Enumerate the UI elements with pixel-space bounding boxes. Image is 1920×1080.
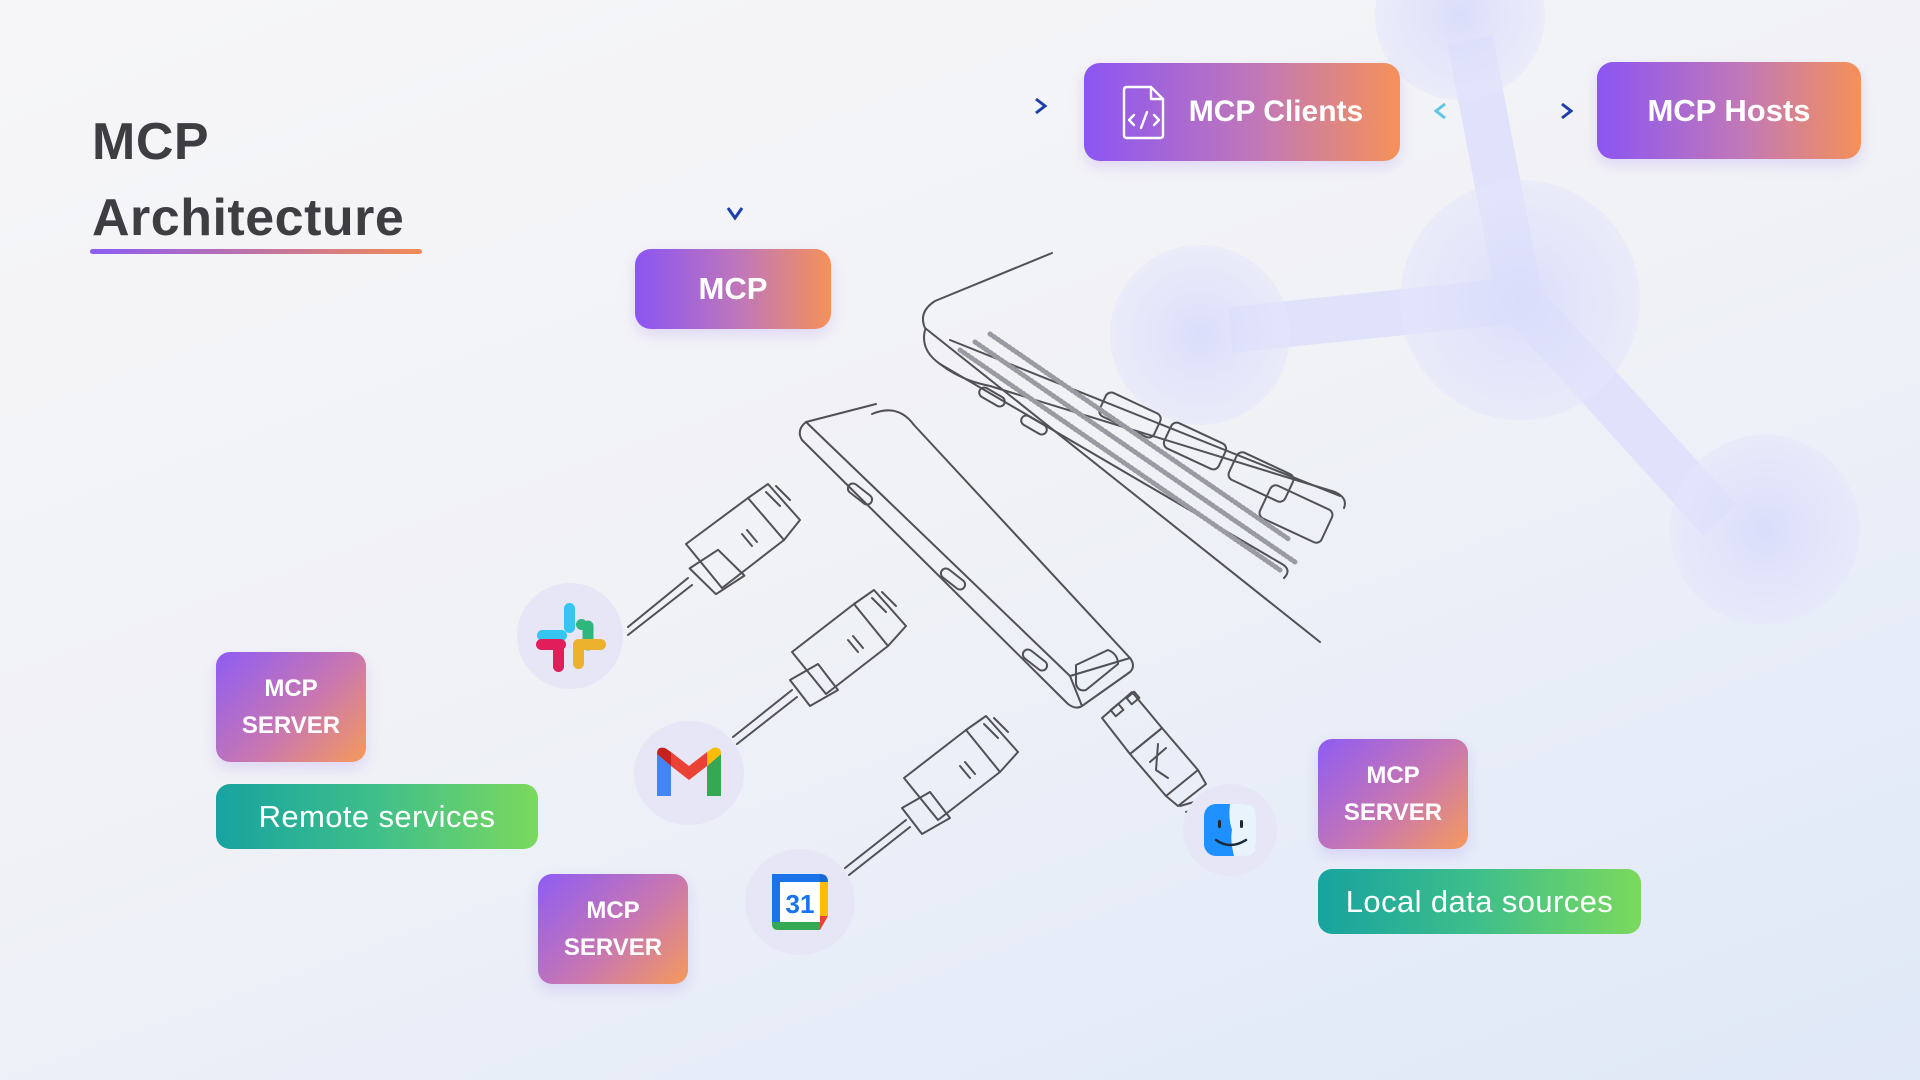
server-line-1: MCP [1366, 762, 1420, 789]
mcp-clients-badge: MCP Clients [1084, 63, 1400, 161]
usb-hub-illustration [798, 403, 1134, 709]
laptop-illustration [922, 252, 1346, 643]
usb-cable-2 [732, 589, 907, 745]
code-file-icon [1121, 83, 1167, 141]
usb-cable-1 [627, 483, 801, 636]
title-line-1: MCP [92, 113, 210, 171]
mcp-to-clients-arrow [733, 104, 1038, 215]
slack-icon [517, 583, 623, 689]
usb-cable-3 [844, 715, 1019, 876]
usb-a-plug [1101, 690, 1207, 813]
remote-services-label: Remote services [216, 784, 538, 849]
mcp-server-badge-1: MCP SERVER [216, 652, 366, 762]
gcal-day: 31 [786, 889, 815, 919]
mcp-hosts-badge: MCP Hosts [1597, 62, 1861, 159]
gmail-icon [634, 721, 744, 825]
server-line-2: SERVER [563, 934, 663, 961]
mcp-hosts-label: MCP Hosts [1647, 92, 1811, 128]
google-calendar-icon: 31 [745, 849, 855, 955]
mcp-server-badge-3: MCP SERVER [1318, 739, 1468, 849]
server-line-1: MCP [586, 897, 640, 924]
mcp-badge: MCP [635, 249, 831, 329]
server-line-2: SERVER [241, 712, 341, 739]
mcp-server-badge-2: MCP SERVER [538, 874, 688, 984]
title-line-2: Architecture [92, 189, 405, 247]
local-data-sources-label: Local data sources [1318, 869, 1641, 934]
page-title: MCP Architecture [92, 104, 404, 256]
title-underline [90, 249, 422, 254]
server-line-1: MCP [264, 675, 318, 702]
mcp-label: MCP [698, 271, 768, 306]
mcp-clients-label: MCP Clients [1188, 95, 1364, 128]
finder-icon [1183, 784, 1277, 876]
server-line-2: SERVER [1343, 799, 1443, 826]
